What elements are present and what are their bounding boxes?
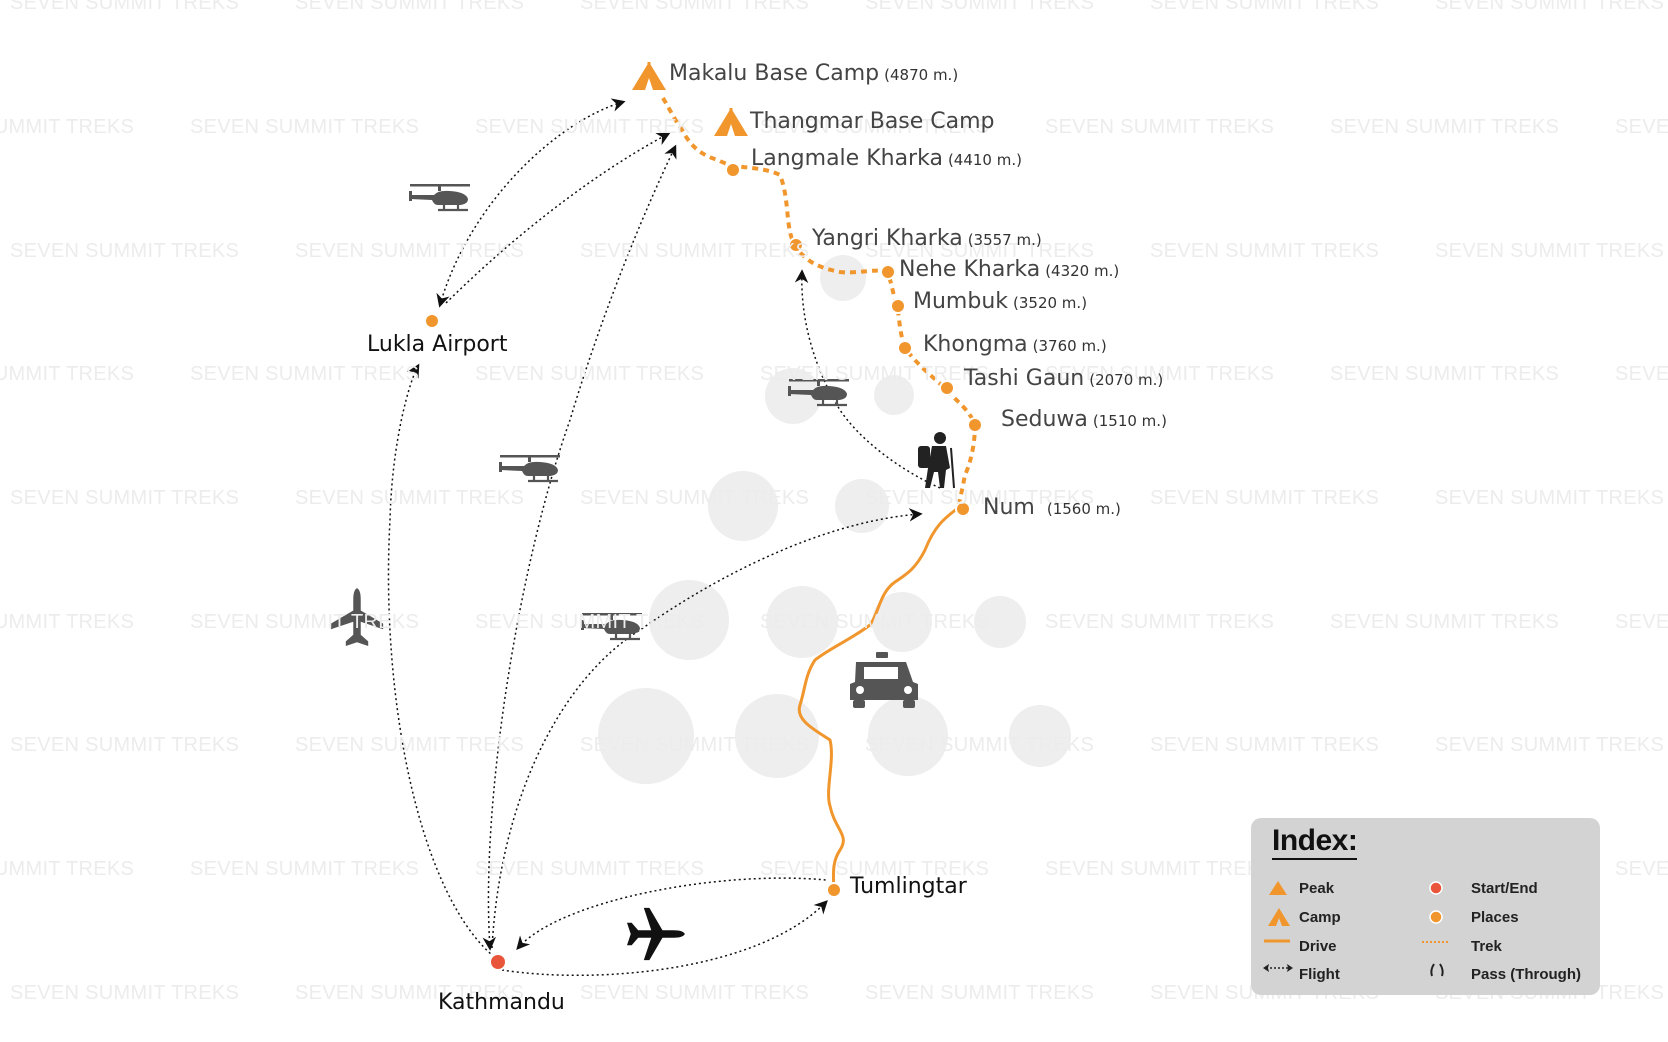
airplane-icon <box>627 907 685 961</box>
label-makalu-base-camp: Makalu Base Camp(4870 m.) <box>669 61 958 86</box>
label-tumlingtar: Tumlingtar <box>850 874 967 899</box>
trek-line-icon <box>1422 941 1450 943</box>
legend-item-flight: Flight <box>1299 966 1340 983</box>
helicopter-icon <box>580 611 644 641</box>
place-elevation: (4870 m.) <box>884 66 959 84</box>
place-name: Khongma <box>923 332 1028 357</box>
place-name: Num <box>983 495 1035 520</box>
map-legend: Index: Peak Start/End Camp Places Drive … <box>1251 818 1600 995</box>
place-name: Yangri Kharka <box>812 226 963 251</box>
hiker-icon <box>918 432 955 489</box>
label-langmale-kharka: Langmale Kharka(4410 m.) <box>751 146 1022 171</box>
drive-line-icon <box>1264 939 1290 943</box>
place-name: Lukla Airport <box>367 332 508 357</box>
place-name: Langmale Kharka <box>751 146 943 171</box>
legend-item-places: Places <box>1471 909 1519 926</box>
place-name: Seduwa <box>1001 407 1088 432</box>
tent-icon <box>714 108 748 136</box>
places-icon <box>1429 910 1443 924</box>
flight-paths <box>387 98 941 977</box>
legend-item-trek: Trek <box>1471 938 1502 955</box>
place-name: Kathmandu <box>438 990 565 1015</box>
drive-route <box>797 506 959 891</box>
legend-title: Index: <box>1272 824 1358 860</box>
airplane-icon <box>330 588 384 646</box>
place-name: Tumlingtar <box>850 874 967 899</box>
place-elevation: (1560 m.) <box>1046 500 1121 518</box>
flight-line-icon <box>1263 964 1293 972</box>
label-thangmar-base-camp: Thangmar Base Camp <box>750 109 995 134</box>
legend-item-drive: Drive <box>1299 938 1337 955</box>
start-end-icon <box>1429 881 1443 895</box>
tent-icon <box>632 62 666 90</box>
label-khongma: Khongma(3760 m.) <box>923 332 1107 357</box>
helicopter-icon <box>498 453 562 483</box>
legend-item-pass: Pass (Through) <box>1471 966 1582 983</box>
place-elevation: (3760 m.) <box>1032 337 1107 355</box>
legend-item-start-end: Start/End <box>1471 880 1538 897</box>
helicopter-icon <box>408 182 472 212</box>
place-dots <box>424 162 983 898</box>
label-kathmandu: Kathmandu <box>438 990 565 1015</box>
place-elevation: (2070 m.) <box>1089 371 1164 389</box>
place-elevation: (1510 m.) <box>1092 412 1167 430</box>
place-elevation: (4320 m.) <box>1045 262 1120 280</box>
place-elevation: (3520 m.) <box>1013 294 1088 312</box>
label-mumbuk: Mumbuk(3520 m.) <box>913 289 1087 314</box>
taxi-icon <box>850 652 918 708</box>
start-end-dot <box>489 953 507 971</box>
label-lukla-airport: Lukla Airport <box>367 332 507 357</box>
label-num: Num (1560 m.) <box>983 495 1121 520</box>
place-elevation: (4410 m.) <box>947 151 1022 169</box>
peak-icon <box>1269 881 1287 895</box>
place-name: Nehe Kharka <box>899 257 1041 282</box>
place-name: Makalu Base Camp <box>669 61 880 86</box>
place-name: Mumbuk <box>913 289 1009 314</box>
label-tashi-gaun: Tashi Gaun(2070 m.) <box>964 366 1163 391</box>
place-name: Tashi Gaun <box>964 366 1085 391</box>
place-elevation: (3557 m.) <box>967 231 1042 249</box>
pass-icon <box>1430 963 1444 977</box>
label-yangri-kharka: Yangri Kharka(3557 m.) <box>812 226 1042 251</box>
label-nehe-kharka: Nehe Kharka(4320 m.) <box>899 257 1119 282</box>
label-seduwa: Seduwa(1510 m.) <box>1001 407 1167 432</box>
camp-icon <box>1268 908 1290 926</box>
legend-item-peak: Peak <box>1299 880 1335 897</box>
legend-item-camp: Camp <box>1299 909 1341 926</box>
place-name: Thangmar Base Camp <box>750 109 995 134</box>
